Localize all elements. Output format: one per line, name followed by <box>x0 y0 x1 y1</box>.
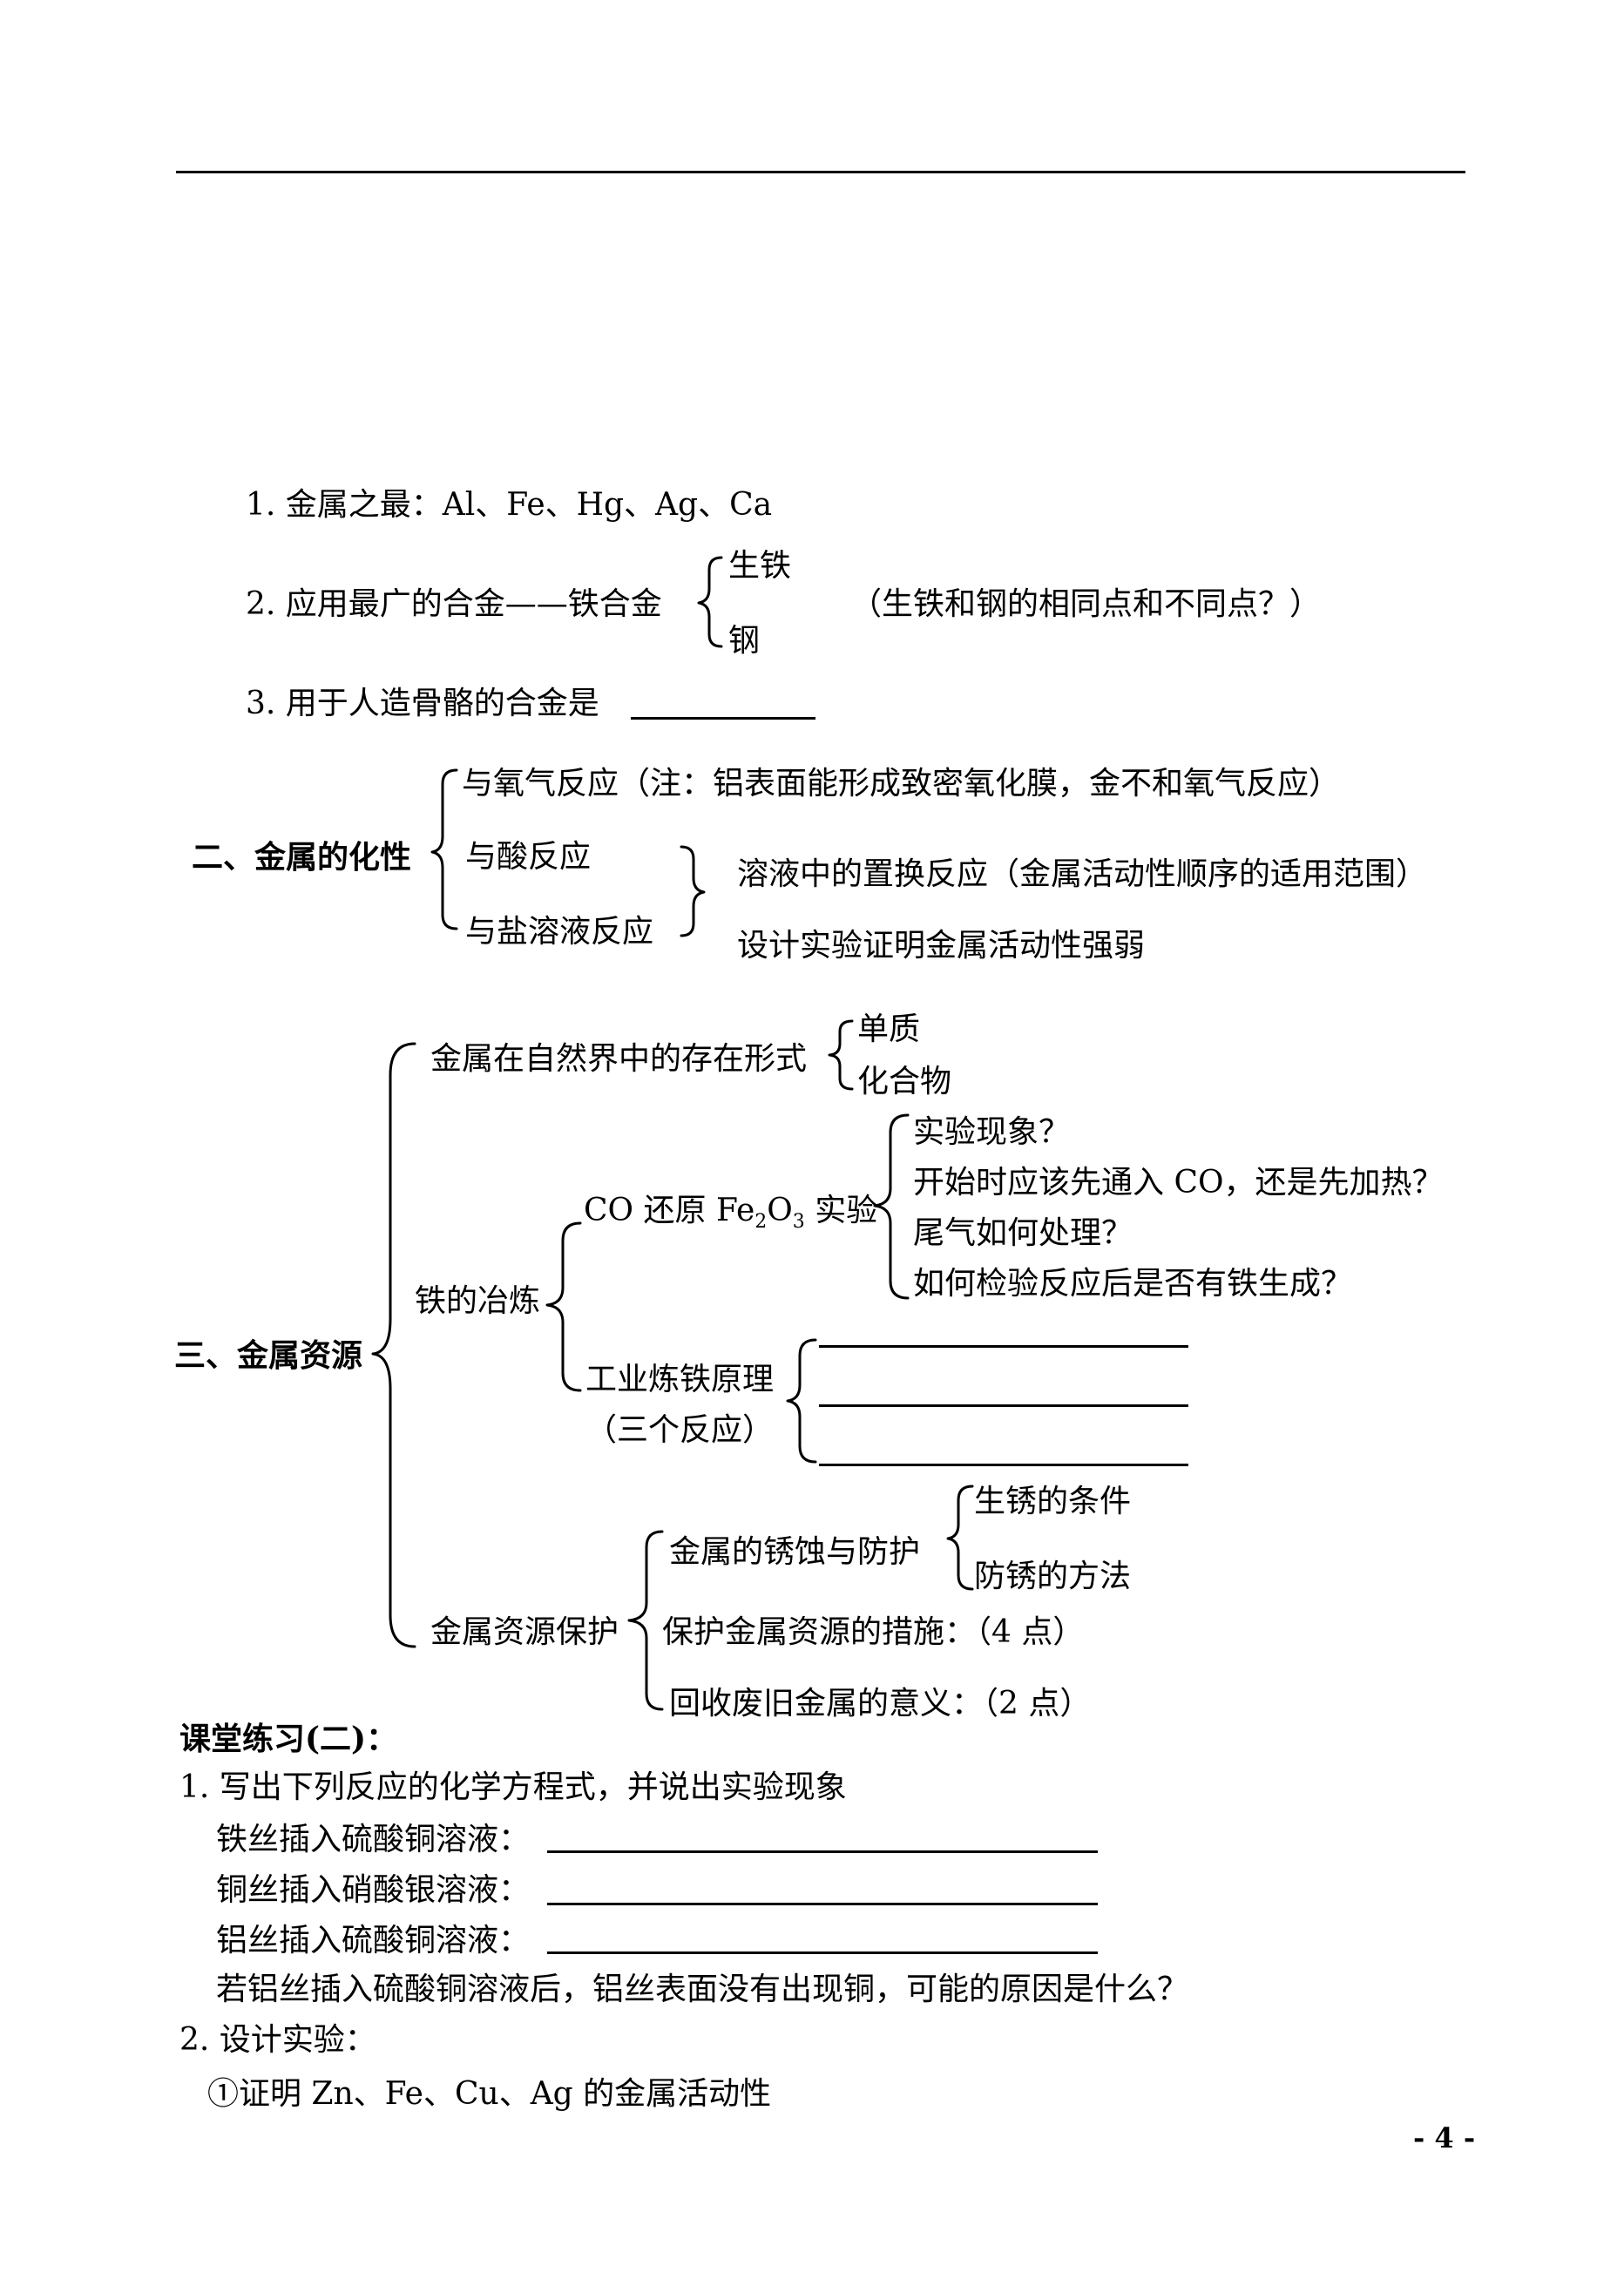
question-phenomenon: 实验现象？ <box>913 1114 1071 1150</box>
section-3-title: 三、金属资源 <box>174 1337 363 1374</box>
practice-question-1: 1. 写出下列反应的化学方程式，并说出实验现象 <box>179 1769 847 1805</box>
design-activity-experiment: 设计实验证明金属活动性强弱 <box>737 928 1146 964</box>
question-order: 开始时应该先通入 CO，还是先加热？ <box>913 1165 1444 1201</box>
section-2-brace <box>430 768 458 930</box>
protection-brace <box>627 1530 664 1711</box>
practice-1a-label: 铁丝插入硫酸铜溶液： <box>216 1822 531 1857</box>
practice-title: 课堂练习(二)： <box>179 1721 398 1757</box>
practice-1d-question: 若铝丝插入硫酸铜溶液后，铝丝表面没有出现铜，可能的原因是什么？ <box>216 1972 1189 2007</box>
item-1-metal-superlatives: 1. 金属之最：Al、Fe、Hg、Ag、Ca <box>246 487 773 523</box>
occurrence-element: 单质 <box>857 1011 921 1047</box>
corrosion-brace <box>946 1485 974 1591</box>
practice-1a-blank[interactable] <box>547 1850 1098 1853</box>
smelting-brace <box>545 1221 582 1392</box>
reaction-with-oxygen: 与氧气反应（注：铝表面能形成致密氧化膜，金不和氧气反应） <box>462 766 1341 802</box>
co-reduction-experiment: CO 还原 Fe2O3 实验 <box>584 1193 878 1233</box>
resource-protection: 金属资源保护 <box>430 1614 619 1650</box>
reaction-blank-1[interactable] <box>819 1345 1188 1348</box>
industrial-three-reactions: （三个反应） <box>585 1412 775 1448</box>
occurrence-brace <box>828 1019 854 1091</box>
reaction-blank-3[interactable] <box>819 1464 1188 1466</box>
section-2-right-brace <box>680 845 706 937</box>
practice-1c-label: 铝丝插入硫酸铜溶液： <box>216 1923 531 1958</box>
question-tail-gas: 尾气如何处理？ <box>913 1215 1133 1251</box>
answer-blank[interactable] <box>631 717 815 720</box>
practice-1b-label: 铜丝插入硝酸银溶液： <box>216 1872 531 1908</box>
page-number: - 4 - <box>1413 2121 1476 2154</box>
alloy-branch-pig-iron: 生铁 <box>728 548 792 584</box>
industrial-iron-principle: 工业炼铁原理 <box>585 1362 775 1397</box>
alloy-note: （生铁和钢的相同点和不同点？） <box>850 586 1322 622</box>
rust-conditions: 生锈的条件 <box>974 1484 1132 1519</box>
practice-2a: ①证明 Zn、Fe、Cu、Ag 的金属活动性 <box>207 2076 772 2112</box>
industry-brace <box>786 1338 817 1464</box>
practice-1b-blank[interactable] <box>547 1903 1098 1905</box>
displacement-reaction: 溶液中的置换反应（金属活动性顺序的适用范围） <box>737 856 1428 892</box>
recycling-significance: 回收废旧金属的意义：（2 点） <box>669 1686 1092 1721</box>
section-3-brace <box>371 1042 416 1648</box>
alloy-brace <box>697 556 723 648</box>
reaction-with-salt-solution: 与盐溶液反应 <box>465 914 654 950</box>
iron-smelting: 铁的冶炼 <box>415 1283 541 1319</box>
reaction-with-acid: 与酸反应 <box>465 839 592 875</box>
natural-occurrence: 金属在自然界中的存在形式 <box>430 1041 808 1077</box>
section-2-title: 二、金属的化性 <box>192 839 412 876</box>
item-2-iron-alloy: 2. 应用最广的合金——铁合金 <box>246 586 662 622</box>
protection-measures: 保护金属资源的措施：（4 点） <box>662 1614 1085 1650</box>
practice-1c-blank[interactable] <box>547 1951 1098 1954</box>
reaction-blank-2[interactable] <box>819 1404 1188 1407</box>
corrosion-and-protection: 金属的锈蚀与防护 <box>669 1534 921 1570</box>
experiment-questions-brace <box>873 1113 910 1300</box>
header-rule <box>176 171 1465 173</box>
item-3-bone-alloy: 3. 用于人造骨骼的合金是 <box>246 686 599 721</box>
practice-question-2: 2. 设计实验： <box>179 2022 376 2058</box>
question-iron-test: 如何检验反应后是否有铁生成？ <box>913 1266 1353 1302</box>
rust-prevention: 防锈的方法 <box>974 1559 1132 1594</box>
occurrence-compound: 化合物 <box>857 1064 952 1099</box>
alloy-branch-steel: 钢 <box>728 623 761 659</box>
